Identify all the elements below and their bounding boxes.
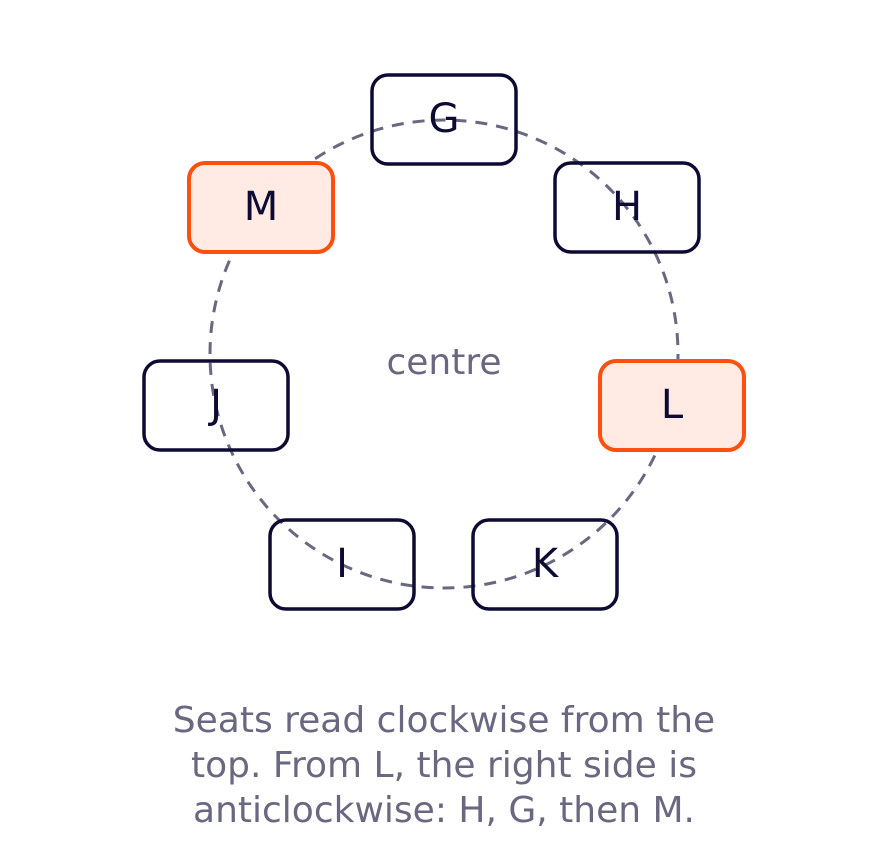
seat-i: I [268, 518, 416, 611]
seat-box [553, 161, 701, 254]
caption-line: Seats read clockwise from the [172, 700, 716, 741]
caption-line: top. From L, the right side is [191, 745, 697, 786]
seating-circle [208, 118, 680, 590]
centre-label: centre [386, 342, 501, 383]
seat-box [268, 518, 416, 611]
seat-label: H [612, 184, 642, 230]
seat-j: J [142, 359, 290, 452]
seat-m: M [187, 161, 335, 254]
caption: Seats read clockwise from the top. From … [100, 698, 788, 833]
seat-label: J [207, 382, 222, 428]
seat-l: L [598, 359, 746, 452]
seat-g: G [370, 73, 518, 166]
seat-h: H [553, 161, 701, 254]
seat-label: K [532, 541, 560, 587]
seat-k: K [471, 518, 619, 611]
caption-line: anticlockwise: H, G, then M. [193, 790, 695, 831]
seat-label: L [661, 382, 684, 428]
seat-box [142, 359, 290, 452]
seat-box [471, 518, 619, 611]
seat-label: G [429, 96, 460, 142]
seat-label: M [244, 184, 279, 230]
seat-box [187, 161, 335, 254]
seat-label: I [336, 541, 348, 587]
seat-box [370, 73, 518, 166]
seat-box [598, 359, 746, 452]
